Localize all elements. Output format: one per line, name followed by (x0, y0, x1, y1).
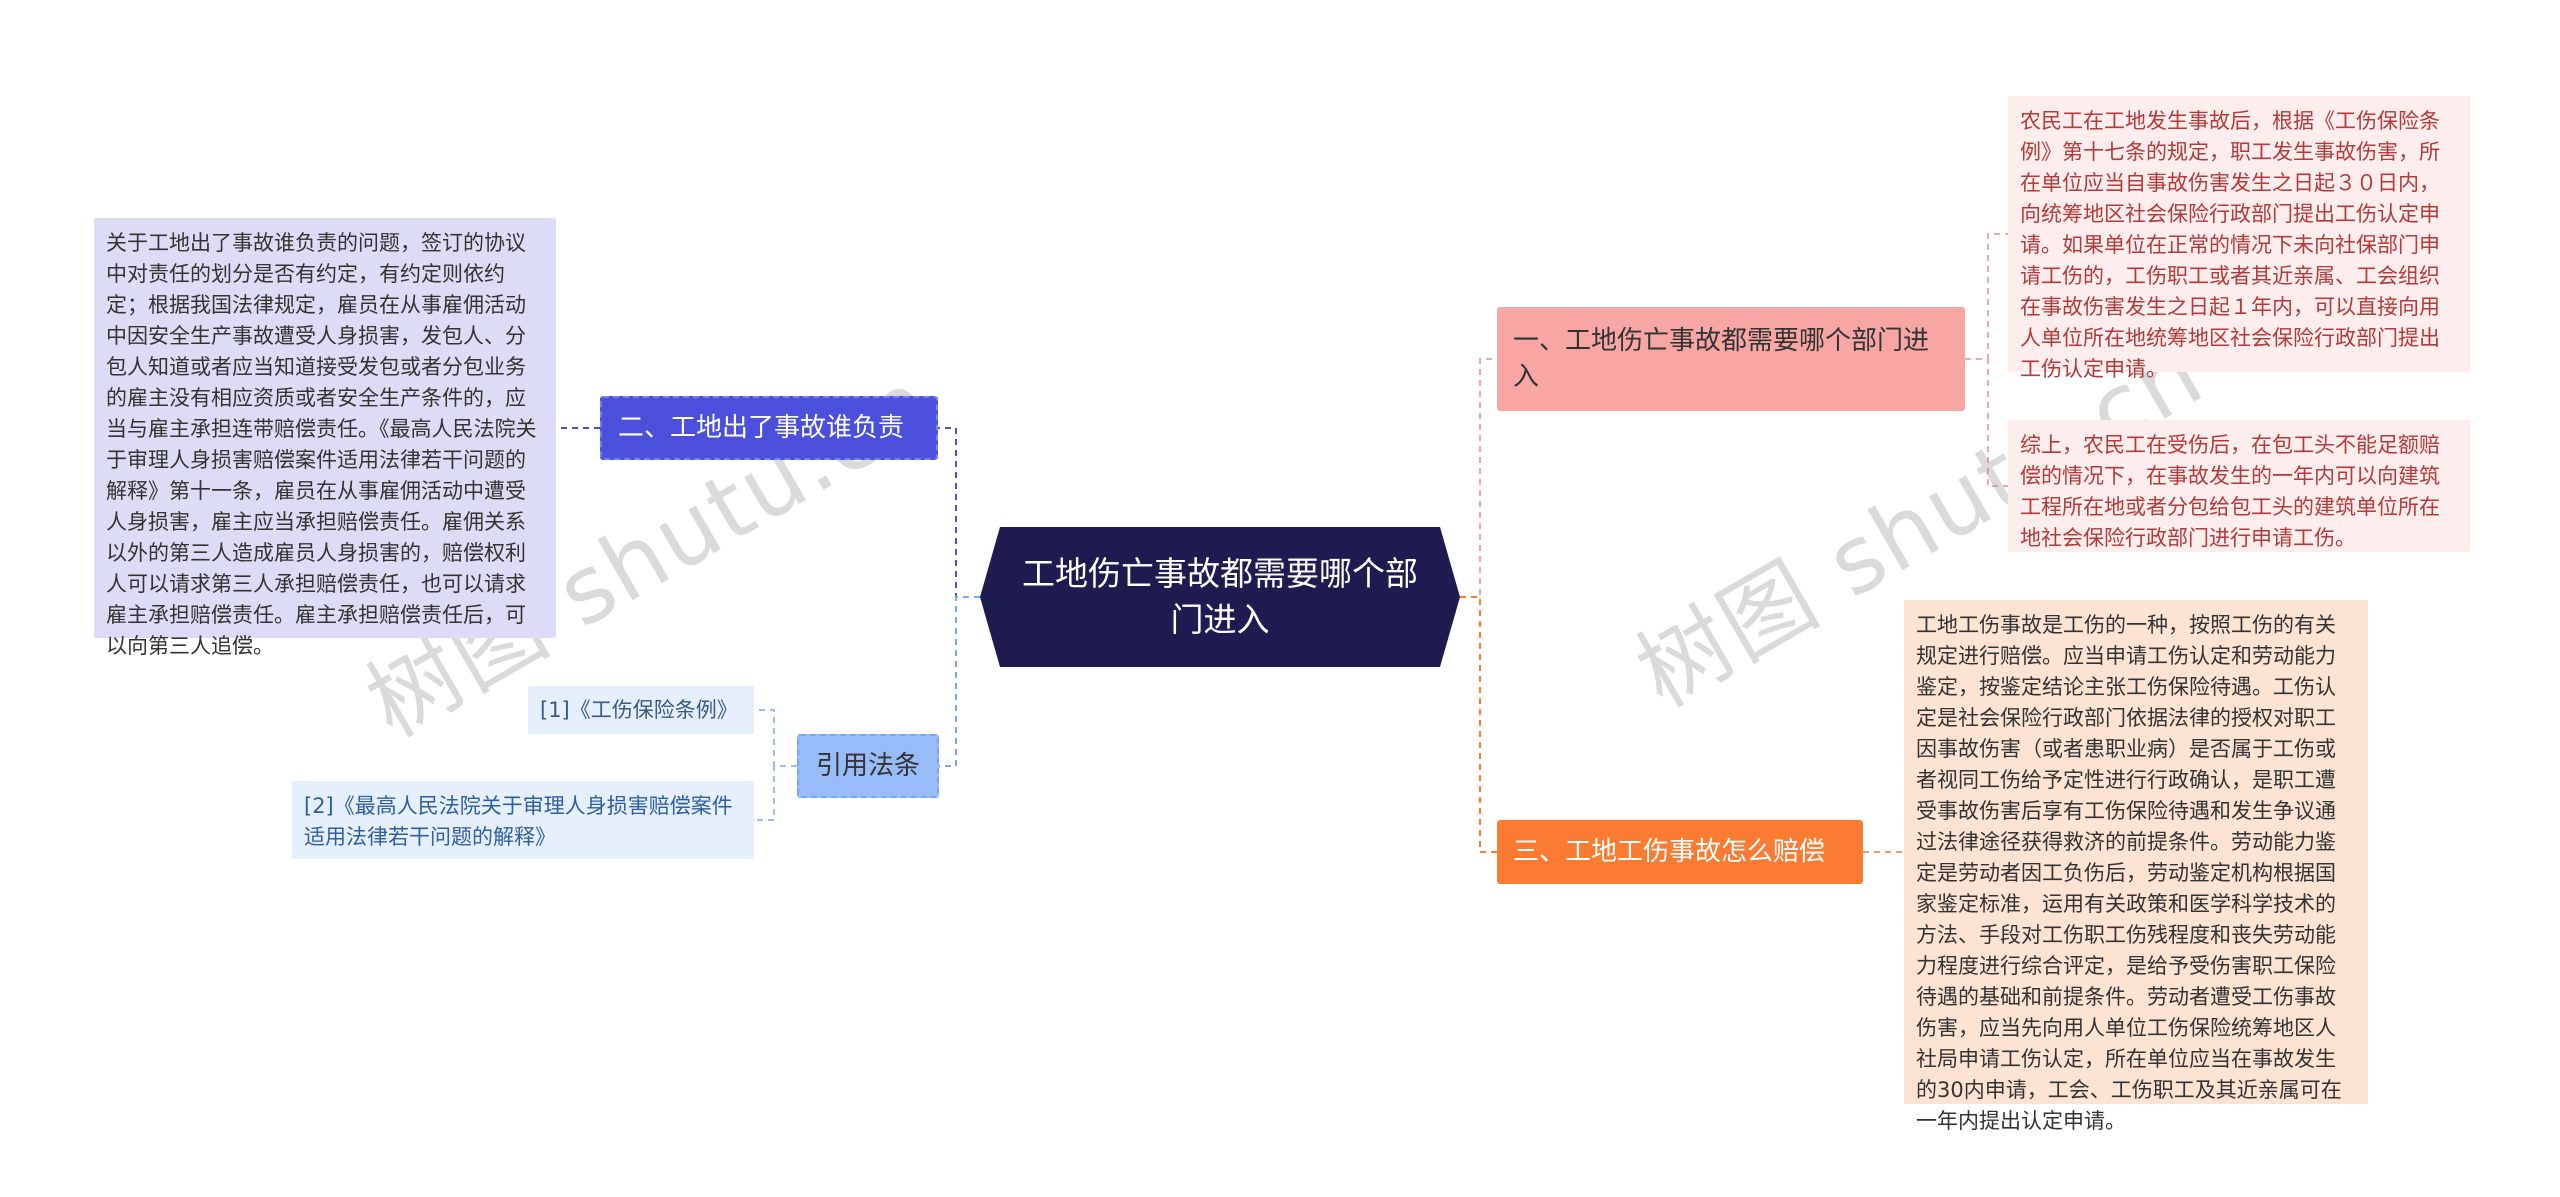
link-root-b4 (939, 596, 980, 767)
link-root-b1 (1460, 358, 1497, 598)
link-b1-l1 (1965, 233, 2008, 360)
link-b4-l5 (754, 709, 797, 767)
link-root-b3 (1460, 596, 1497, 853)
branch-how-compensate[interactable]: 三、工地工伤事故怎么赔偿 (1497, 820, 1863, 884)
leaf-department-summary[interactable]: 综上，农民工在受伤后，在包工头不能足额赔偿的情况下，在事故发生的一年内可以向建筑… (2008, 420, 2470, 552)
branch-which-department[interactable]: 一、工地伤亡事故都需要哪个部门进入 (1497, 307, 1965, 411)
leaf-department-detail[interactable]: 农民工在工地发生事故后，根据《工伤保险条例》第十七条的规定，职工发生事故伤害，所… (2008, 96, 2470, 381)
link-b4-l6 (754, 765, 797, 821)
leaf-law-ref-2[interactable]: [2]《最高人民法院关于审理人身损害赔偿案件适用法律若干问题的解释》 (292, 781, 754, 859)
link-root-b2 (938, 427, 980, 598)
branch-cited-laws[interactable]: 引用法条 (797, 734, 939, 798)
leaf-law-ref-1[interactable]: [1]《工伤保险条例》 (528, 686, 754, 734)
leaf-compensation-detail[interactable]: 工地工伤事故是工伤的一种，按照工伤的有关规定进行赔偿。应当申请工伤认定和劳动能力… (1904, 600, 2368, 1133)
leaf-responsibility-detail[interactable]: 关于工地出了事故谁负责的问题，签订的协议中对责任的划分是否有约定，有约定则依约定… (94, 218, 556, 658)
root-topic[interactable]: 工地伤亡事故都需要哪个部门进入 (980, 527, 1460, 667)
branch-who-responsible[interactable]: 二、工地出了事故谁负责 (600, 396, 938, 460)
